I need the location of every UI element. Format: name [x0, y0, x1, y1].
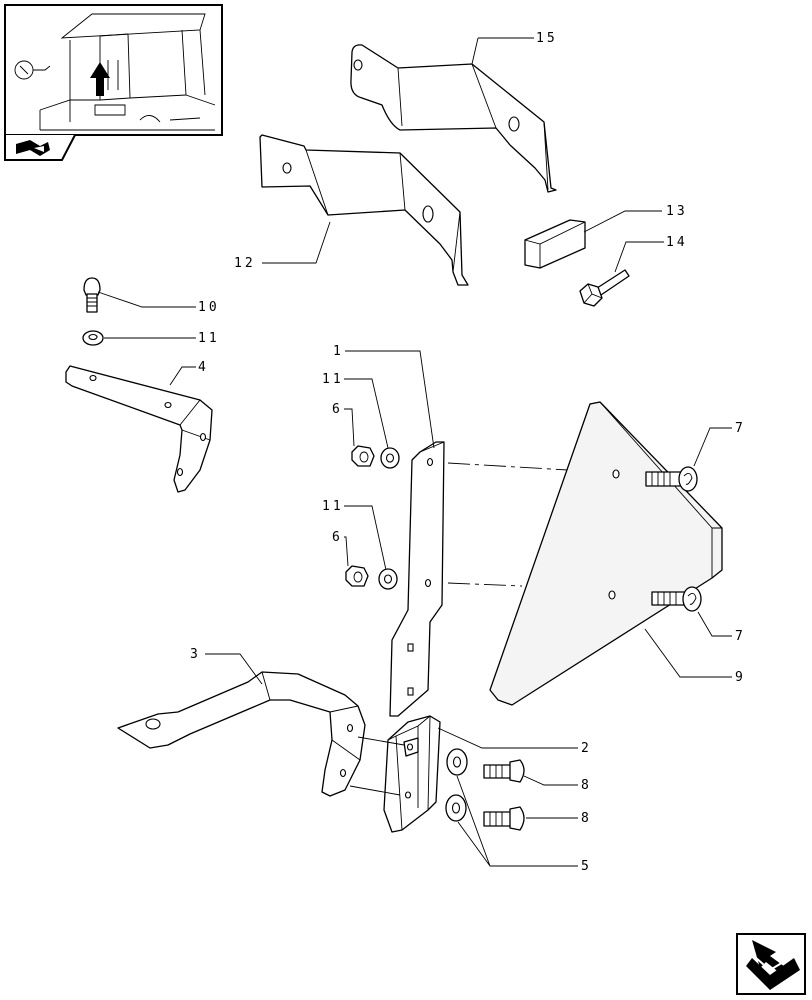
callout-8-upper: 8 — [581, 778, 592, 793]
washer-part-5-upper — [446, 748, 468, 776]
callout-4: 4 — [198, 360, 209, 375]
callout-11-top: 11 — [198, 331, 220, 346]
callout-15: 15 — [536, 31, 558, 46]
washer-part-11-lower — [378, 568, 398, 590]
washer-part-11-upper — [380, 447, 400, 469]
bolt-part-14 — [579, 269, 630, 307]
callout-11-lower: 11 — [322, 499, 344, 514]
callout-8-lower: 8 — [581, 811, 592, 826]
bracket-part-12 — [259, 134, 469, 286]
callout-1: 1 — [333, 344, 344, 359]
channel-part-2 — [383, 715, 441, 833]
callout-5: 5 — [581, 859, 592, 874]
callout-7-upper: 7 — [735, 421, 746, 436]
bolt-part-8-upper — [483, 759, 525, 783]
washer-part-5-lower — [445, 794, 467, 822]
bolt-part-8-lower — [483, 806, 525, 831]
callout-7-lower: 7 — [735, 629, 746, 644]
nut-part-6-upper — [351, 445, 375, 467]
screw-part-7-upper — [645, 466, 698, 492]
bracket-part-4 — [65, 365, 213, 493]
callout-11-upper: 11 — [322, 372, 344, 387]
washer-part-11 — [82, 330, 104, 346]
callout-9: 9 — [735, 670, 746, 685]
callout-13: 13 — [666, 204, 688, 219]
tractor-cab-thumbnail-icon[interactable] — [4, 4, 223, 161]
callout-3: 3 — [190, 647, 201, 662]
next-page-arrow-icon[interactable] — [736, 933, 806, 995]
callout-10: 10 — [198, 300, 220, 315]
screw-part-7-lower — [651, 586, 702, 612]
callout-14: 14 — [666, 235, 688, 250]
callout-6-upper: 6 — [332, 402, 343, 417]
block-part-13 — [524, 219, 586, 269]
nut-part-6-lower — [345, 565, 369, 587]
strip-part-1 — [389, 441, 445, 717]
callout-2: 2 — [581, 741, 592, 756]
triangle-reflector-part-9 — [489, 401, 723, 706]
bolt-part-10 — [83, 277, 101, 313]
book-arrow-icon[interactable] — [16, 140, 50, 156]
leader-lines — [97, 37, 732, 867]
callout-12: 12 — [234, 256, 256, 271]
bracket-part-3 — [117, 671, 366, 797]
bracket-part-15 — [350, 44, 557, 193]
callout-6-lower: 6 — [332, 530, 343, 545]
